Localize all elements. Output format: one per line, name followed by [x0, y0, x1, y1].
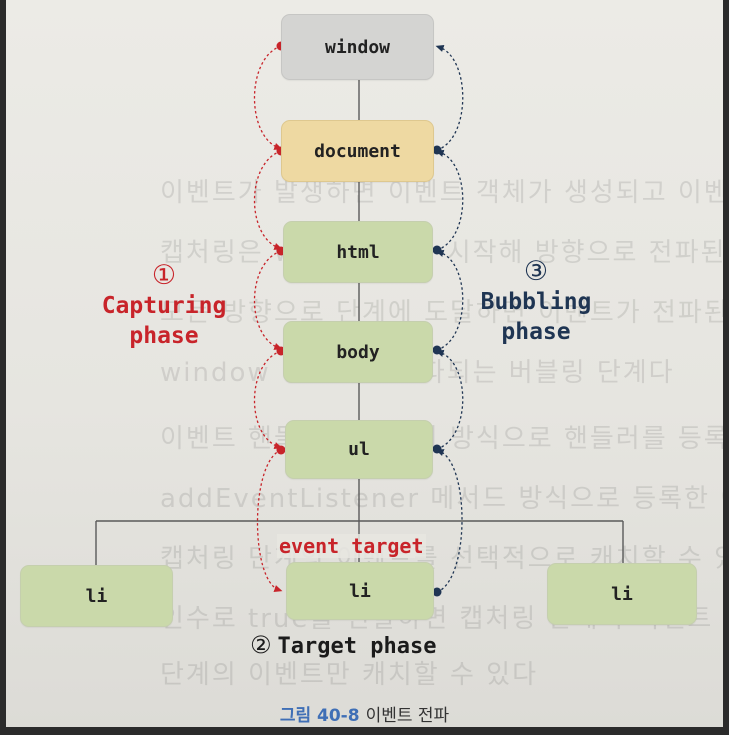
- node-li-left-label: li: [85, 585, 108, 607]
- bubbling-phase-number: ③: [523, 256, 549, 287]
- photo-frame-edge: [0, 727, 729, 735]
- node-li-target-label: li: [349, 580, 371, 602]
- event-target-label: event target: [277, 534, 426, 558]
- capture-arrow-ul-target: [256, 449, 283, 592]
- bubbling-phase-line1: Bubbling: [480, 289, 592, 315]
- capturing-phase-line1: Capturing: [101, 293, 227, 319]
- node-li-left: li: [20, 565, 173, 627]
- node-li-right-label: li: [611, 583, 633, 605]
- photo-frame-edge: [723, 0, 729, 735]
- node-li-right: li: [547, 563, 697, 625]
- node-ul: ul: [285, 420, 433, 479]
- figure-number: 그림 40-8: [279, 706, 360, 726]
- node-li-target: li: [286, 562, 434, 620]
- capturing-arrows: [253, 45, 283, 592]
- node-html-label: html: [336, 241, 380, 263]
- bubble-arrow-ul-body: [435, 349, 464, 450]
- capturing-phase-number: ①: [151, 260, 177, 291]
- node-document: document: [281, 120, 434, 182]
- bubble-arrow-html-document: [435, 149, 464, 251]
- bubble-arrow-body-html: [435, 249, 464, 351]
- node-window: window: [281, 14, 434, 80]
- background-bleed-text: addEventListener 메서드 방식으로 등록한 이벤트 핸들러: [160, 484, 729, 514]
- capturing-phase-line2: phase: [129, 323, 199, 349]
- node-body-label: body: [336, 341, 380, 363]
- figure-title: 이벤트 전파: [365, 706, 450, 726]
- capture-arrow-body-ul: [253, 350, 283, 450]
- background-bleed-text: 이벤트 핸들러 프로퍼티 방식으로 핸들러를 등록한 경우: [160, 424, 729, 454]
- node-ul-label: ul: [348, 439, 370, 460]
- node-html: html: [283, 221, 433, 283]
- capturing-phase-label: ① Capturing phase: [88, 261, 240, 351]
- target-phase-number: ②: [250, 631, 272, 659]
- node-document-label: document: [314, 140, 401, 162]
- background-bleed-text: 캡처링은 window에서 시작해 방향으로 전파된다: [160, 238, 729, 268]
- node-window-label: window: [324, 36, 391, 58]
- tree-connectors: [95, 80, 624, 565]
- bubbling-dots: [432, 145, 442, 597]
- bubbling-phase-line2: phase: [501, 319, 571, 345]
- bubbling-arrows: [435, 45, 464, 593]
- target-phase-text: Target phase: [277, 634, 437, 659]
- background-bleed-text: 단계의 이벤트만 캐치할 수 있다: [160, 660, 539, 690]
- bubbling-phase-label: ③ Bubbling phase: [470, 257, 602, 347]
- capture-arrow-document-html: [253, 150, 283, 250]
- bubble-arrow-document-window: [435, 45, 464, 151]
- capture-arrow-html-body: [253, 250, 283, 350]
- bubble-arrow-target-ul: [435, 449, 463, 593]
- node-body: body: [283, 321, 433, 383]
- capture-arrow-window-document: [253, 45, 283, 150]
- photo-frame-edge: [0, 0, 6, 735]
